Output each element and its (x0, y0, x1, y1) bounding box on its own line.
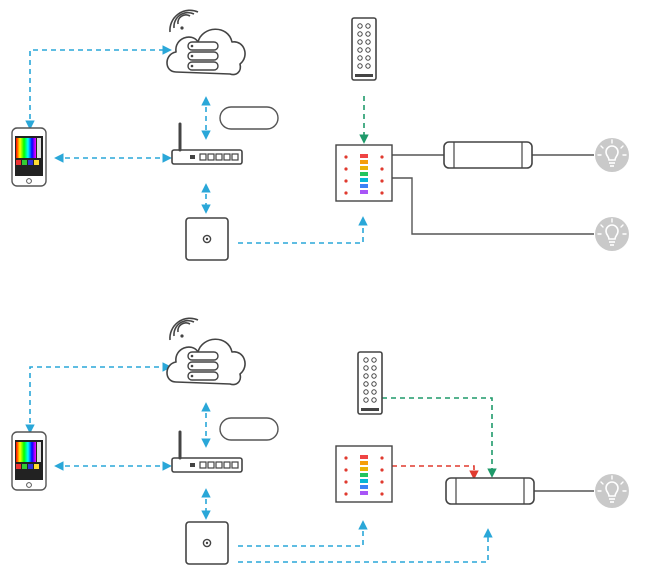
light-bulb-icon (594, 473, 630, 509)
led-driver-icon (445, 477, 535, 505)
cloud-server-icon (166, 28, 246, 76)
hub-icon (219, 106, 279, 130)
hub-icon (219, 417, 279, 441)
cloud-server-icon (166, 338, 246, 386)
wired-connections (392, 154, 594, 235)
remote-control-icon (357, 351, 383, 415)
remote-control-icon (351, 17, 377, 81)
light-bulb-icon (594, 216, 630, 252)
wireless-links (25, 362, 497, 563)
wifi-icon (169, 317, 199, 341)
smartphone-icon (11, 127, 47, 187)
wall-switch-icon (185, 521, 229, 565)
diagram-bottom (11, 317, 630, 565)
wifi-icon (169, 9, 199, 33)
light-bulb-icon (594, 137, 630, 173)
led-driver-icon (443, 141, 533, 169)
touch-panel-icon (335, 445, 393, 503)
router-icon (170, 122, 244, 166)
wall-switch-icon (185, 217, 229, 261)
wireless-links (25, 45, 369, 244)
diagram-top (11, 9, 630, 261)
touch-panel-icon (335, 144, 393, 202)
smartphone-icon (11, 431, 47, 491)
